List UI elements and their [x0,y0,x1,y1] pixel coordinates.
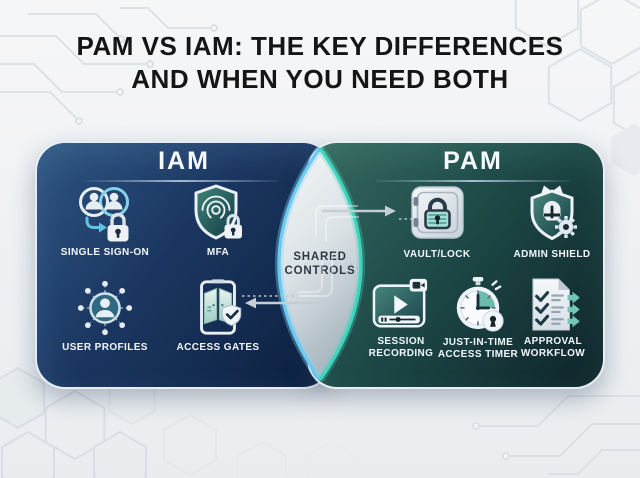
feature-label: APPROVAL WORKFLOW [520,336,586,359]
iam-panel-title: IAM [158,147,210,175]
hexagon-pattern-top-right [514,0,640,176]
page-title: PAM VS IAM: THE KEY DIFFERENCES AND WHEN… [0,30,640,96]
feature-admin-shield: ADMIN SHIELD [492,180,612,261]
feature-access-gates: ACCESS GATES [158,277,278,354]
feature-label: SESSION RECORDING [368,336,434,359]
jit-access-timer-icon [456,276,504,332]
feature-label: USER PROFILES [62,342,148,353]
approval-workflow-icon [532,278,580,331]
user-profiles-network-icon [77,280,133,336]
title-line-2: AND WHEN YOU NEED BOTH [131,64,509,94]
shared-controls-lens [275,145,365,383]
access-gates-icon [200,279,242,335]
pam-panel-title: PAM [443,147,503,175]
title-line-1: PAM VS IAM: THE KEY DIFFERENCES [76,31,564,61]
feature-label: ADMIN SHIELD [513,249,591,260]
admin-shield-icon [530,185,577,240]
feature-approval-workflow: APPROVAL WORKFLOW [498,276,608,360]
pam-title-underline [376,180,570,182]
feature-jit-access-timer: JUST-IN-TIME ACCESS TIMER [423,276,533,361]
session-recording-icon [372,278,428,328]
iam-title-underline [84,180,278,182]
circuit-traces-top-left [0,7,218,125]
feature-label: JUST-IN-TIME ACCESS TIMER [437,337,519,360]
feature-label: VAULT/LOCK [403,249,471,260]
feature-mfa: MFA [158,182,278,259]
circuit-traces-bottom-right [472,395,640,475]
vault-lock-icon [411,186,464,239]
shared-controls-label: SHARED CONTROLS [284,251,356,277]
feature-user-profiles: USER PROFILES [45,277,165,354]
feature-vault-lock: VAULT/LOCK [377,180,497,261]
feature-session-recording: SESSION RECORDING [346,277,456,360]
feature-label: MFA [206,247,230,258]
feature-single-sign-on: SINGLE SIGN-ON [45,182,165,259]
sso-icon [79,187,129,242]
mfa-shield-fingerprint-icon [194,184,242,240]
feature-label: ACCESS GATES [176,342,260,353]
feature-label: SINGLE SIGN-ON [60,247,150,258]
